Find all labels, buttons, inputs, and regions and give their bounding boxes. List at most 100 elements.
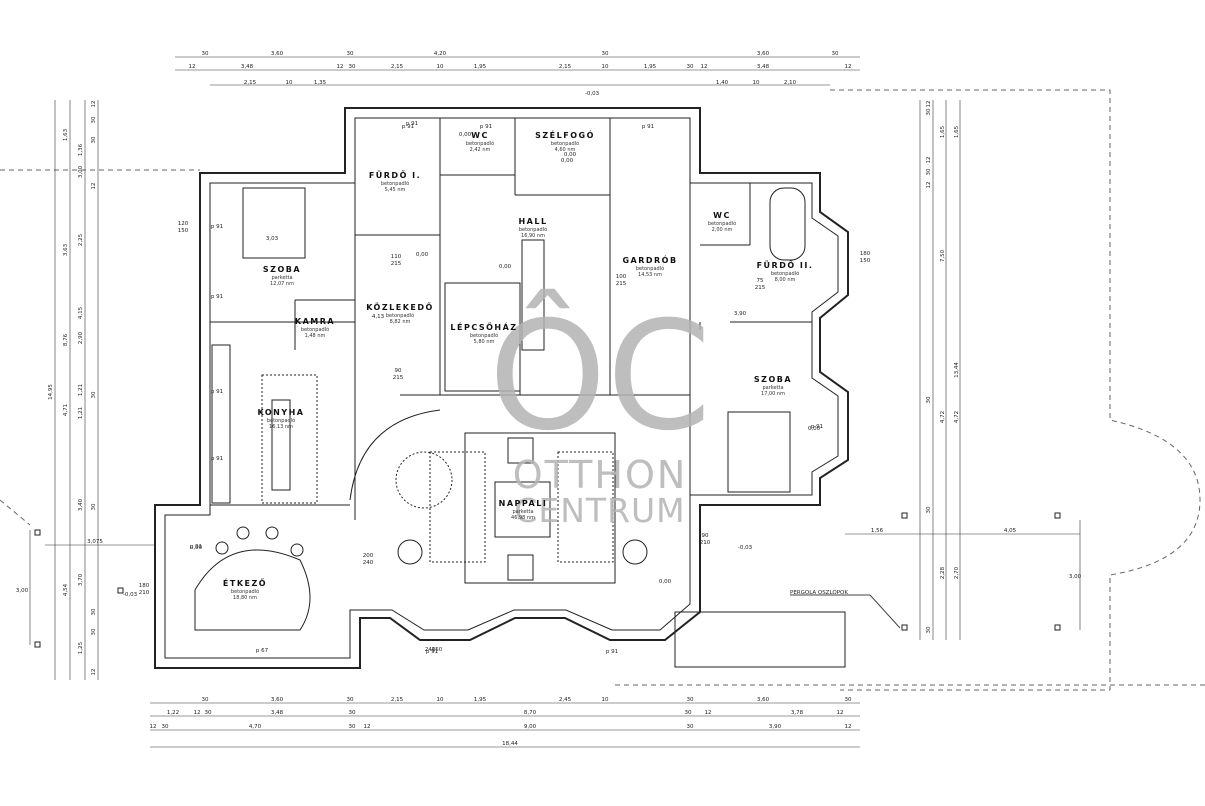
dimension-label: 14,95 xyxy=(48,384,54,400)
opening-label: 215 xyxy=(393,375,404,381)
dimension-label: 30 xyxy=(349,710,356,716)
room-name: KONYHA xyxy=(257,408,304,417)
dimension-label: 3,60 xyxy=(757,51,770,57)
dimension-label: 4,05 xyxy=(1004,528,1017,534)
dimension-label: 3,48 xyxy=(241,64,254,70)
opening-label: 90 xyxy=(702,533,709,539)
room-name: HALL xyxy=(518,217,547,226)
dimension-label: 3,00 xyxy=(78,165,84,178)
dimension-label: 13,44 xyxy=(954,362,960,378)
dimension-label: 30 xyxy=(205,710,212,716)
level-label: 0,00 xyxy=(808,426,821,432)
dimension-label: 30 xyxy=(349,64,356,70)
room-name: WC xyxy=(713,211,731,220)
dimension-label: 18,44 xyxy=(502,741,518,747)
room-area: 5,80 nm xyxy=(474,339,495,345)
dimension-label: 12 xyxy=(845,724,852,730)
dimension-label: 4,15 xyxy=(78,306,84,319)
dimension-label: 2,28 xyxy=(940,566,946,579)
lamp xyxy=(622,539,648,565)
dimension-label: 30 xyxy=(91,116,97,123)
parapet-label: p 91 xyxy=(606,649,618,655)
terrace-outline-left2 xyxy=(0,499,31,526)
dining-table xyxy=(194,549,311,631)
dimension-label: 30 xyxy=(602,51,609,57)
opening-label: 240 xyxy=(425,647,436,653)
dimension-label: 3,90 xyxy=(734,311,747,317)
dimension-label: 12 xyxy=(926,182,932,189)
dimension-label: 30 xyxy=(832,51,839,57)
room-name: NAPPALI xyxy=(499,499,548,508)
dimension-label: 10 xyxy=(753,80,760,86)
dimension-label: 1,95 xyxy=(474,697,487,703)
dimension-label: 1,40 xyxy=(716,80,729,86)
parapet-label: p 91 xyxy=(426,649,438,655)
parapet-label: p 91 xyxy=(811,424,823,430)
room-area: 4,60 nm xyxy=(555,147,576,153)
dimension-label: 30 xyxy=(845,697,852,703)
watermark-line2: CENTRUM xyxy=(514,491,685,530)
dimension-lines xyxy=(29,56,1081,748)
room-name: LÉPCSŐHÁZ xyxy=(450,321,517,332)
room-area: 5,45 nm xyxy=(385,187,406,193)
room-floor: parketta xyxy=(271,275,292,281)
dimension-label: 1,95 xyxy=(474,64,487,70)
parapet-label: p 91 xyxy=(406,121,418,127)
chair xyxy=(290,543,304,557)
dimension-label: 4,54 xyxy=(63,583,69,596)
opening-label: 150 xyxy=(860,258,871,264)
chair xyxy=(265,526,279,540)
room-area: 12,07 nm xyxy=(270,281,294,287)
dimension-label: 30 xyxy=(202,697,209,703)
room-area: 2,00 nm xyxy=(712,227,733,233)
room-floor: parketta xyxy=(762,385,783,391)
dimension-label: 3,00 xyxy=(16,588,29,594)
dimension-label: 12 xyxy=(91,669,97,676)
stair-flight xyxy=(521,239,545,351)
dimension-label: 2,25 xyxy=(78,233,84,246)
opening-label: 150 xyxy=(178,228,189,234)
room-area: 46,98 nm xyxy=(511,515,535,521)
dimension-label: 10 xyxy=(602,64,609,70)
pergola-leader xyxy=(869,594,901,629)
level-label: 0,00 xyxy=(561,158,574,164)
pergola-post xyxy=(34,641,41,648)
room-floor: betonpadló xyxy=(301,326,329,333)
armchair xyxy=(507,437,534,464)
watermark: ÔC OTTHON CENTRUM xyxy=(489,288,712,530)
dimension-label: 12 xyxy=(150,724,157,730)
room-area: 2,42 nm xyxy=(470,147,491,153)
room-floor: betonpadló xyxy=(267,417,295,424)
dimension-label: 1,21 xyxy=(78,407,84,419)
opening-label: 215 xyxy=(616,281,627,287)
room-name: FÜRDŐ II. xyxy=(757,260,814,270)
level-label: 0,00 xyxy=(459,132,472,138)
level-label: -0,03 xyxy=(738,545,753,551)
room-area: 17,00 nm xyxy=(761,391,785,397)
dimension-label: 12 xyxy=(194,710,201,716)
dimension-label: 2,15 xyxy=(244,80,257,86)
room-area: 16,13 nm xyxy=(269,424,293,430)
dimension-label: 30 xyxy=(926,396,932,403)
opening-label: 150 xyxy=(432,647,443,653)
kitchen-island xyxy=(261,374,318,504)
room-name: FÜRDŐ I. xyxy=(369,170,421,180)
plant xyxy=(395,451,453,509)
room-name: GARDRÓB xyxy=(622,254,677,265)
dimension-label: 30 xyxy=(91,136,97,143)
dimension-label: 3,60 xyxy=(271,697,284,703)
dimension-label: 30 xyxy=(926,108,932,115)
opening-label: 110 xyxy=(391,254,402,260)
kitchen-counter xyxy=(271,399,291,491)
parapet-label: p 91 xyxy=(402,124,414,130)
room-area: 8,82 nm xyxy=(390,319,411,325)
dimension-label: 3,40 xyxy=(78,498,84,511)
dimension-label: 12 xyxy=(926,157,932,164)
dimension-label: 12 xyxy=(701,64,708,70)
dimension-label: 7,50 xyxy=(940,249,946,262)
dimension-label: 12 xyxy=(926,101,932,108)
opening-label: 100 xyxy=(616,274,627,280)
room-name: KAMRA xyxy=(295,317,335,326)
dimension-label: 1,35 xyxy=(314,80,327,86)
